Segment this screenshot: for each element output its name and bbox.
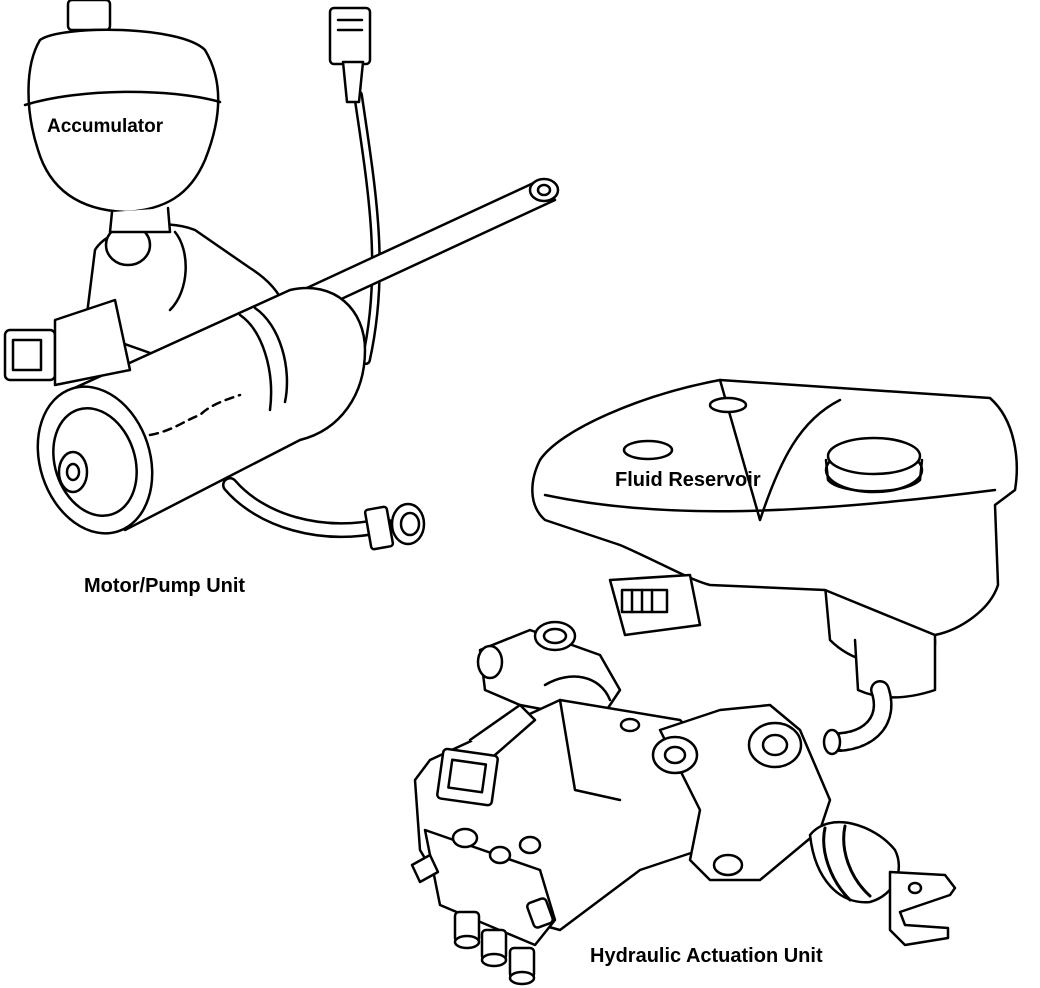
- fluid-reservoir-label: Fluid Reservoir: [615, 469, 761, 491]
- motor-pump-unit-label: Motor/Pump Unit: [84, 575, 246, 597]
- fluid-reservoir-drawing: [531, 378, 1018, 756]
- push-rod-clevis: [888, 870, 957, 947]
- actuation-port: [747, 721, 803, 769]
- hydraulic-actuation-unit-drawing: [410, 620, 957, 986]
- mounting-studs: [453, 897, 554, 986]
- hose-fitting: [363, 505, 395, 551]
- motor-end-cap: [36, 385, 154, 535]
- accumulator-label: Accumulator: [47, 116, 164, 137]
- reservoir-tank: [531, 378, 1018, 637]
- motor-pump-unit-drawing: [3, 0, 560, 551]
- hydraulic-actuation-unit-label: Hydraulic Actuation Unit: [590, 945, 823, 967]
- lead-connector: [328, 6, 372, 66]
- accumulator-drawing: [23, 0, 222, 234]
- actuation-connector: [436, 747, 499, 807]
